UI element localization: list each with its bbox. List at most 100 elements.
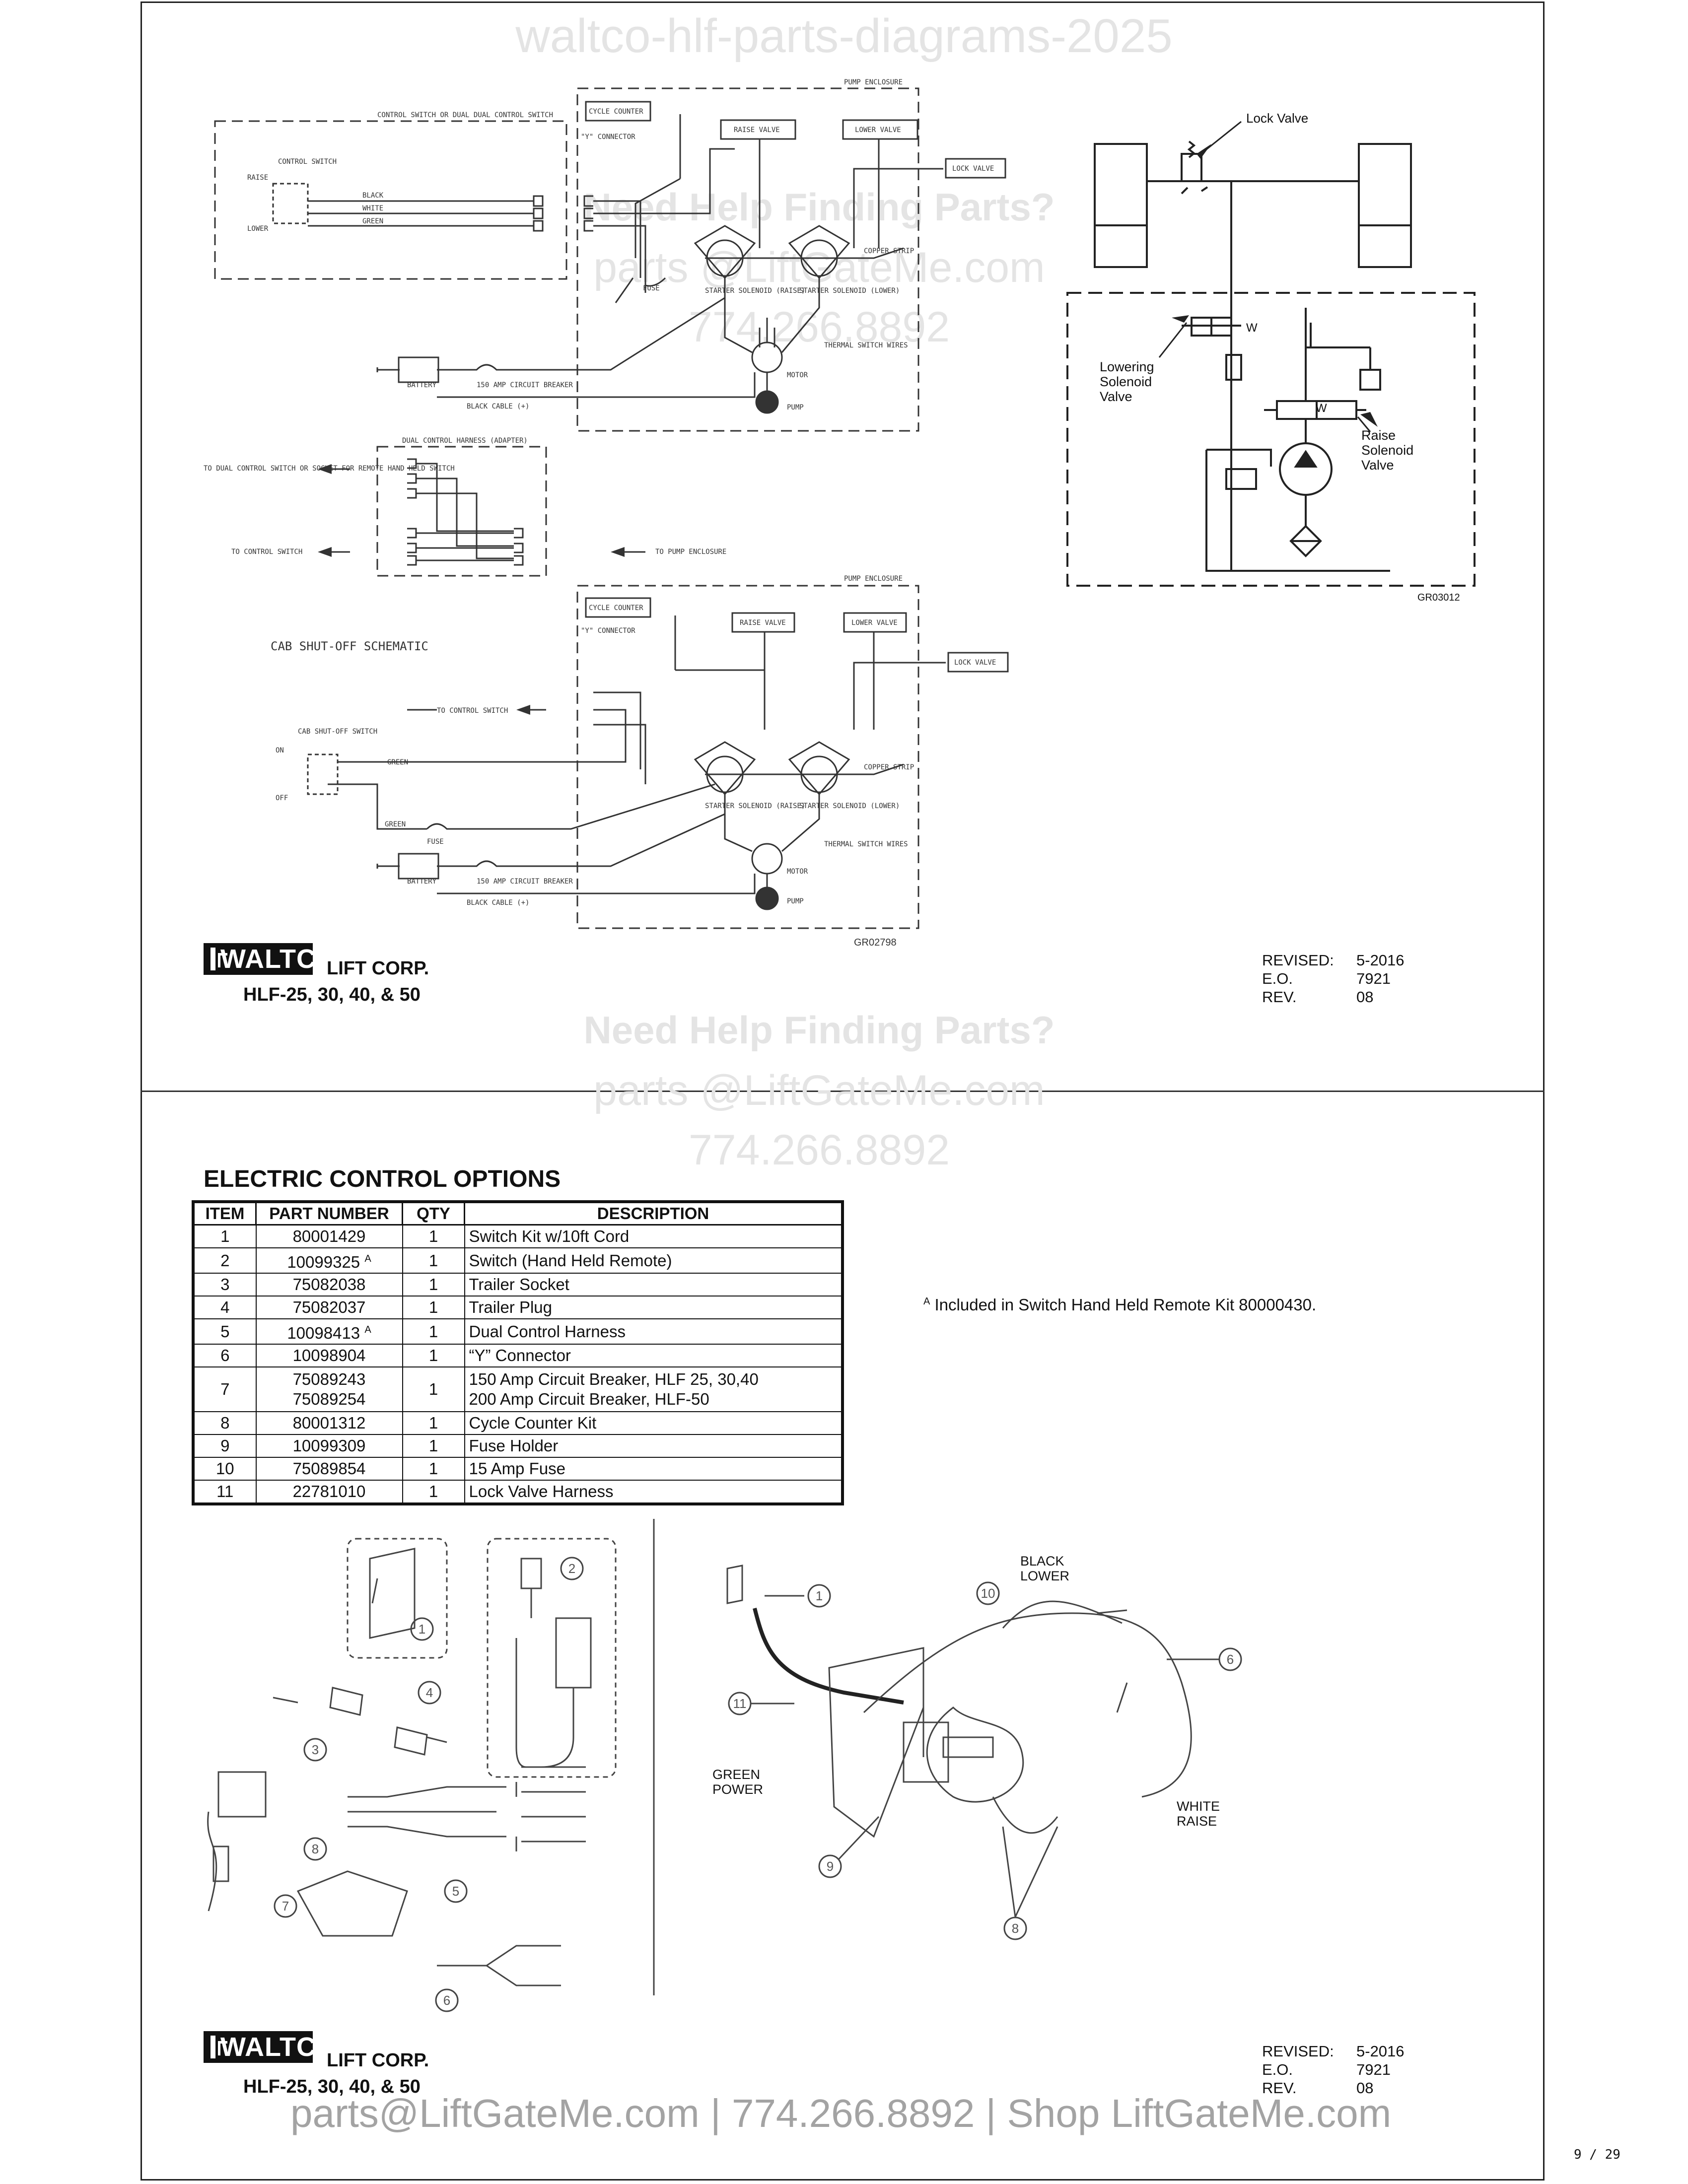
cell-item: 1 — [193, 1224, 257, 1248]
callout-r-10: 10 — [981, 1586, 995, 1601]
label-off: OFF — [276, 794, 288, 802]
label-black-lower: BLACK LOWER — [1020, 1554, 1070, 1583]
cell-description: Switch Kit w/10ft Cord — [464, 1224, 843, 1248]
callout-r-11: 11 — [733, 1696, 747, 1711]
label-pump: PUMP — [787, 404, 804, 411]
cell-item: 2 — [193, 1247, 257, 1274]
label-starter-lower-2: STARTER SOLENOID (LOWER) — [799, 802, 900, 810]
callout-6: 6 — [443, 1993, 450, 2008]
revision-block: REVISED:5-2016 E.O.7921 REV.08 — [1262, 952, 1405, 1006]
label-y-connector: "Y" CONNECTOR — [581, 133, 635, 141]
label-to-control: TO CONTROL SWITCH — [231, 548, 302, 556]
cell-part-number: 80001429 — [255, 1224, 403, 1248]
waltco-logo: WALTCO — [204, 943, 337, 975]
label-green-cab-2: GREEN — [385, 820, 406, 828]
label-breaker: 150 AMP CIRCUIT BREAKER — [477, 381, 573, 389]
cell-description: Fuse Holder — [464, 1434, 843, 1458]
label-harness-title: DUAL CONTROL HARNESS (ADAPTER) — [402, 437, 528, 445]
cell-part-number: 75082037 — [255, 1296, 403, 1319]
label-pump-enclosure: PUMP ENCLOSURE — [844, 78, 903, 86]
watermark-help: Need Help Finding Parts? — [583, 185, 1055, 229]
watermark-top: waltco-hlf-parts-diagrams-2025 — [515, 9, 1173, 63]
cell-item: 5 — [193, 1318, 257, 1345]
cell-description: Trailer Socket — [464, 1273, 843, 1297]
cell-part-number: 10099309 — [255, 1434, 403, 1458]
label-battery: BATTERY — [407, 381, 437, 389]
callout-3: 3 — [312, 1742, 319, 1757]
page-divider — [141, 1091, 1545, 1092]
label-fuse: FUSE — [643, 284, 660, 292]
lift-corp-label-bottom: LIFT CORP. — [327, 2050, 429, 2071]
cell-qty: 1 — [402, 1296, 465, 1319]
label-lower-valve: LOWER VALVE — [855, 126, 901, 134]
fig-gr02798: GR02798 — [854, 937, 897, 948]
label-to-dual: TO DUAL CONTROL SWITCH OR SOCKET FOR REM… — [204, 465, 455, 473]
label-white-raise: WHITE RAISE — [1177, 1799, 1220, 1829]
cell-part-number: 75089854 — [255, 1457, 403, 1481]
callout-r-9: 9 — [827, 1859, 834, 1874]
callout-8: 8 — [312, 1842, 319, 1856]
col-qty: QTY — [402, 1201, 465, 1226]
cell-part-number: 10098904 — [255, 1344, 403, 1367]
cell-description: Lock Valve Harness — [464, 1480, 843, 1504]
label-lock-valve: LOCK VALVE — [952, 165, 994, 173]
label-starter-raise-2: STARTER SOLENOID (RAISE) — [705, 802, 805, 810]
callout-r-1: 1 — [816, 1588, 823, 1603]
label-raise-valve: RAISE VALVE — [734, 126, 780, 134]
label-green: GREEN — [362, 217, 383, 225]
label-motor-2: MOTOR — [787, 868, 808, 876]
label-to-pump: TO PUMP ENCLOSURE — [655, 548, 726, 556]
revision-block-bottom: REVISED:5-2016 E.O.7921 REV.08 — [1262, 2043, 1405, 2097]
label-starter-lower: STARTER SOLENOID (LOWER) — [799, 287, 900, 295]
cell-item: 6 — [193, 1344, 257, 1367]
watermark-email-2: parts @LiftGateMe.com — [593, 1067, 1045, 1114]
label-pump-2: PUMP — [787, 897, 804, 905]
col-part-number: PART NUMBER — [255, 1201, 403, 1226]
label-cycle-counter: CYCLE COUNTER — [589, 108, 643, 116]
waltco-logo-bottom: WALTCO — [204, 2031, 337, 2063]
label-green-cab: GREEN — [387, 758, 408, 766]
label-on: ON — [276, 747, 284, 754]
cell-description: Cycle Counter Kit — [464, 1411, 843, 1435]
page-number: 9 / 29 — [1574, 2147, 1620, 2162]
label-motor: MOTOR — [787, 371, 808, 379]
callout-7: 7 — [282, 1899, 289, 1913]
cell-qty: 1 — [402, 1411, 465, 1435]
label-thermal-switch: THERMAL SWITCH WIRES — [824, 341, 908, 349]
fig-gr03012: GR03012 — [1417, 592, 1460, 603]
label-control-switch-box: CONTROL SWITCH OR DUAL DUAL CONTROL SWIT… — [377, 111, 553, 119]
label-y-connector-2: "Y" CONNECTOR — [581, 627, 635, 635]
label-pump-enclosure-2: PUMP ENCLOSURE — [844, 575, 903, 583]
waltco-mark-icon — [211, 948, 227, 970]
cell-qty: 1 — [402, 1457, 465, 1481]
label-cycle-counter-2: CYCLE COUNTER — [589, 604, 643, 612]
label-raise-valve-2: RAISE VALVE — [740, 619, 786, 627]
cell-part-number: 22781010 — [255, 1480, 403, 1504]
cell-description: Dual Control Harness — [464, 1318, 843, 1345]
label-lock-valve-2: LOCK VALVE — [954, 659, 996, 667]
label-white: WHITE — [362, 205, 383, 212]
models-label: HLF-25, 30, 40, & 50 — [243, 984, 421, 1005]
label-raise: RAISE — [247, 174, 268, 182]
callout-2: 2 — [568, 1561, 575, 1576]
cell-item: 4 — [193, 1296, 257, 1319]
cell-description: 15 Amp Fuse — [464, 1457, 843, 1481]
cell-item: 10 — [193, 1457, 257, 1481]
callout-r-8: 8 — [1012, 1921, 1019, 1936]
cell-part-number: 10099325 A — [255, 1247, 403, 1274]
label-black: BLACK — [362, 192, 384, 200]
cell-item: 3 — [193, 1273, 257, 1297]
models-label-bottom: HLF-25, 30, 40, & 50 — [243, 2076, 421, 2097]
label-starter-raise: STARTER SOLENOID (RAISE) — [705, 287, 805, 295]
